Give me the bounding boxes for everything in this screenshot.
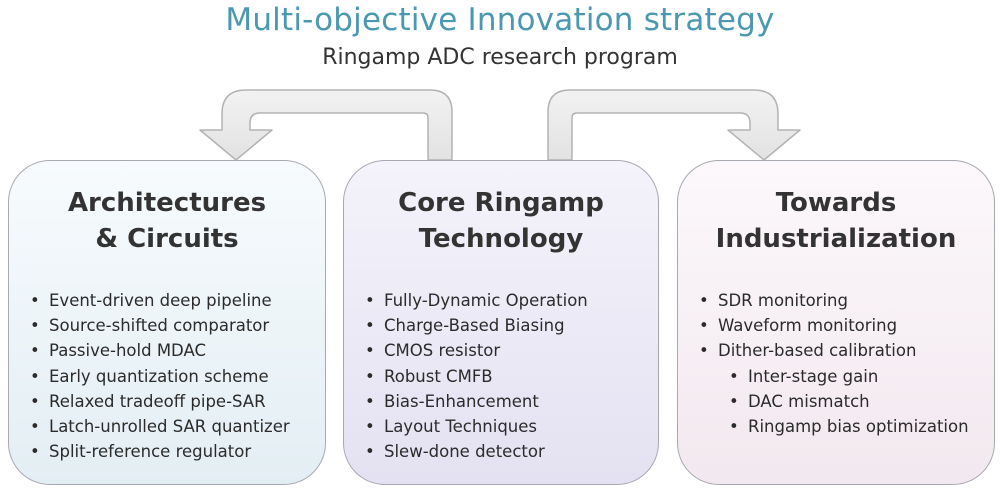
list-item: Fully-Dynamic Operation: [362, 288, 654, 313]
bullet-list: Fully-Dynamic Operation Charge-Based Bia…: [362, 288, 654, 465]
arrow-to-left-panel: [199, 89, 453, 161]
list-subitem: Ringamp bias optimization: [696, 414, 990, 439]
panel-title-line1: Architectures: [67, 188, 267, 218]
list-item: Robust CMFB: [362, 364, 654, 389]
list-item: Relaxed tradeoff pipe-SAR: [27, 389, 321, 414]
list-subitem: DAC mismatch: [696, 389, 990, 414]
panel-architectures-circuits: Architectures & Circuits Event-driven de…: [8, 160, 326, 485]
diagram-subtitle: Ringamp ADC research program: [322, 45, 678, 70]
list-item: Bias-Enhancement: [362, 389, 654, 414]
list-item: Slew-done detector: [362, 439, 654, 464]
list-item: Layout Techniques: [362, 414, 654, 439]
panel-title-line2: & Circuits: [95, 224, 239, 254]
list-item: Split-reference regulator: [27, 439, 321, 464]
list-subitem: Inter-stage gain: [696, 364, 990, 389]
panel-title-line2: Industrialization: [715, 224, 957, 254]
bullet-list: SDR monitoring Waveform monitoring Dithe…: [696, 288, 990, 439]
panel-title-line1: Core Ringamp: [398, 188, 604, 218]
panel-title-line2: Technology: [418, 224, 584, 254]
panel-title: Architectures & Circuits: [9, 185, 325, 257]
panel-title: Core Ringamp Technology: [344, 185, 658, 257]
bullet-list: Event-driven deep pipeline Source-shifte…: [27, 288, 321, 465]
list-item: Dither-based calibration: [696, 338, 990, 363]
list-item: Passive-hold MDAC: [27, 338, 321, 363]
diagram-title: Multi-objective Innovation strategy: [225, 2, 775, 38]
panel-towards-industrialization: Towards Industrialization SDR monitoring…: [677, 160, 995, 485]
arrow-to-right-panel: [547, 89, 801, 161]
panel-title: Towards Industrialization: [678, 185, 994, 257]
list-item: Charge-Based Biasing: [362, 313, 654, 338]
list-item: CMOS resistor: [362, 338, 654, 363]
list-item: Latch-unrolled SAR quantizer: [27, 414, 321, 439]
panel-core-ringamp-technology: Core Ringamp Technology Fully-Dynamic Op…: [343, 160, 659, 485]
panel-title-line1: Towards: [775, 188, 897, 218]
list-item: Source-shifted comparator: [27, 313, 321, 338]
list-item: Event-driven deep pipeline: [27, 288, 321, 313]
list-item: SDR monitoring: [696, 288, 990, 313]
list-item: Early quantization scheme: [27, 364, 321, 389]
list-item: Waveform monitoring: [696, 313, 990, 338]
